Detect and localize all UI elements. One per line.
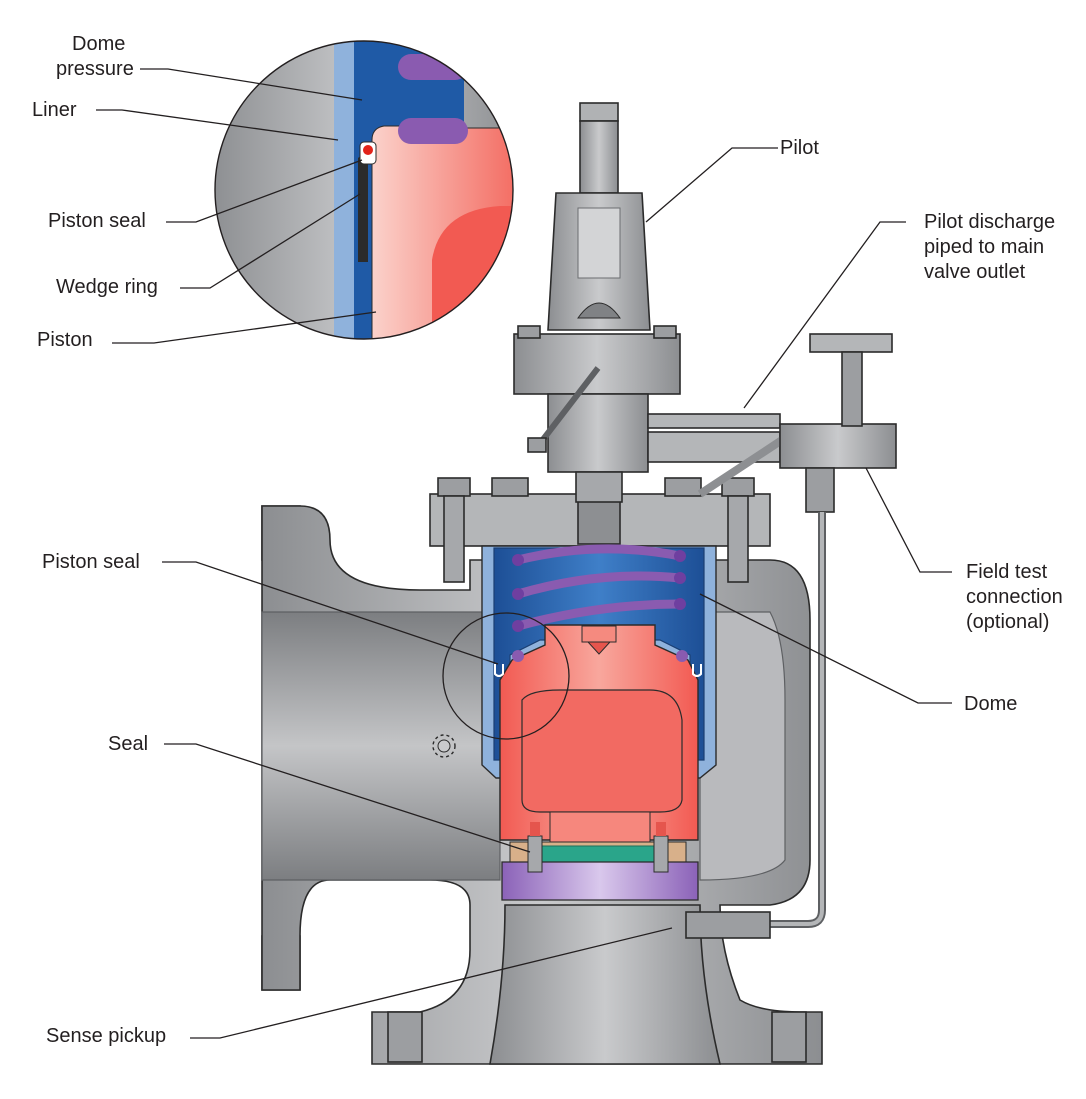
bolt-right-inner: [664, 477, 702, 497]
label-field-test-2: connection: [966, 586, 1063, 608]
bolt-left-inner: [491, 477, 529, 497]
pilot-valve-icon: [513, 102, 681, 503]
piston-seal-detail: [215, 41, 513, 339]
field-test-connection: [685, 333, 897, 939]
label-liner: Liner: [32, 99, 77, 121]
bolt-left-outer: [437, 477, 471, 583]
label-piston-detail: Piston: [37, 329, 93, 351]
label-wedge-ring: Wedge ring: [56, 276, 158, 298]
label-field-test-1: Field test: [966, 561, 1048, 583]
label-pilot: Pilot: [780, 137, 819, 159]
leader-lines: [96, 68, 952, 1039]
piston: [494, 624, 702, 843]
bolt-right-outer: [721, 477, 755, 583]
label-pilot-discharge-2: piped to main: [924, 236, 1044, 258]
label-field-test-3: (optional): [966, 611, 1049, 633]
label-pilot-discharge-3: valve outlet: [924, 261, 1026, 283]
label-dome: Dome: [964, 693, 1017, 715]
label-piston-seal: Piston seal: [42, 551, 140, 573]
label-pilot-discharge-1: Pilot discharge: [924, 211, 1055, 233]
detail-magnifier-circle-icon: [442, 612, 570, 740]
label-sense-pickup: Sense pickup: [46, 1025, 166, 1047]
seat-assembly: [501, 822, 699, 901]
label-dome-pressure-2: pressure: [56, 58, 134, 80]
label-dome-pressure-1: Dome: [72, 33, 125, 55]
label-piston-seal-detail: Piston seal: [48, 210, 146, 232]
pilot-discharge-pipe: [647, 413, 785, 498]
labels: Dome pressure Liner Piston seal Wedge ri…: [32, 33, 1063, 1047]
label-seal: Seal: [108, 733, 148, 755]
